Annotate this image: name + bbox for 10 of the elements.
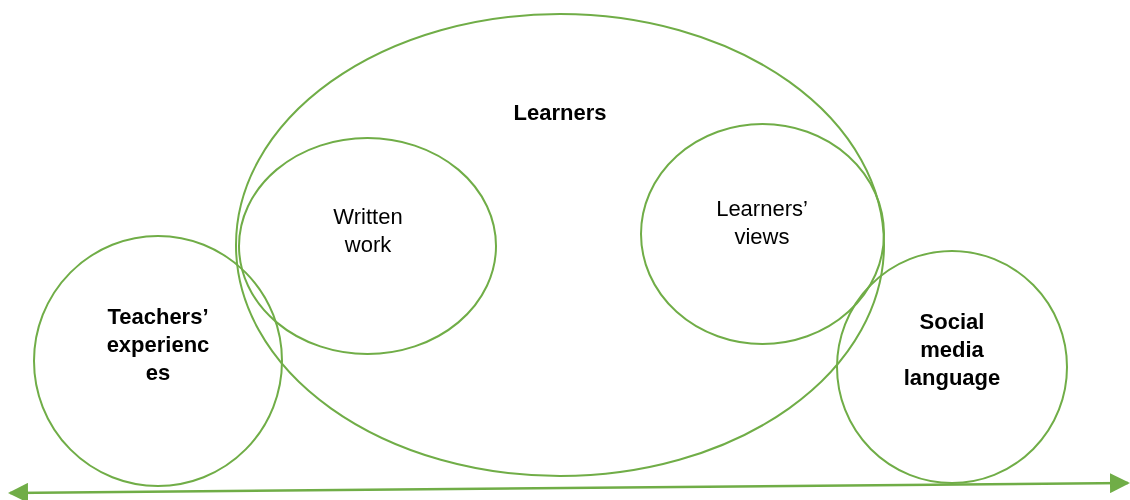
- node-label: Teachers’ experienc es: [105, 303, 211, 387]
- ellipse-shape: [235, 13, 885, 477]
- ellipse-shape: [640, 123, 885, 345]
- ellipse-shape: [836, 250, 1068, 484]
- node-label: Written work: [332, 203, 404, 259]
- node-label: Social media language: [902, 308, 1002, 392]
- node-label: Learners’ views: [715, 195, 809, 251]
- node-label: Learners: [512, 99, 608, 127]
- ellipse-shape: [238, 137, 497, 355]
- ellipse-shape: [33, 235, 283, 487]
